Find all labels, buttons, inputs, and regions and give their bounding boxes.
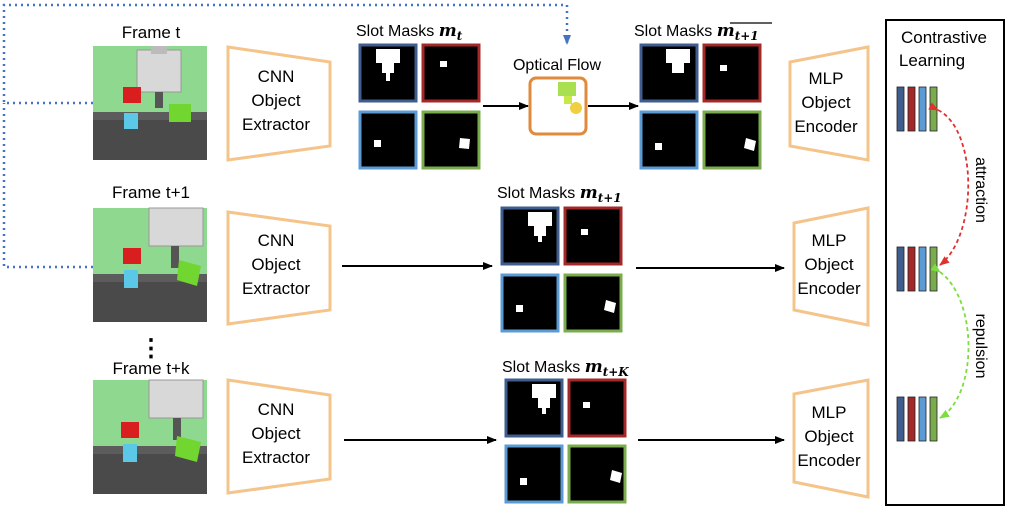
attraction-arrow	[928, 102, 970, 266]
mlp-label-line: Object	[801, 93, 850, 112]
frame-t-plus-1: Frame t+1	[93, 183, 207, 322]
slot-mask-1	[504, 378, 564, 438]
mlp-label-line: Encoder	[797, 279, 861, 298]
mlp-label-line: MLP	[809, 69, 844, 88]
slot-mask-2	[421, 43, 481, 103]
dotted-connector	[2, 3, 571, 269]
mlp-encoder-2: MLP Object Encoder	[792, 206, 870, 327]
mlp-label-line: Object	[804, 427, 853, 446]
repulsion-label: repulsion	[972, 314, 989, 379]
mlp-label-line: MLP	[812, 403, 847, 422]
contrastive-learning-panel: Contrastive Learning attraction repulsio…	[885, 19, 1005, 506]
mlp-label-line: Object	[804, 255, 853, 274]
cnn-label-line: Extractor	[242, 279, 310, 298]
frame-image	[93, 46, 207, 160]
frame-label: Frame t+1	[112, 183, 190, 202]
slot-mask-4	[567, 444, 627, 504]
optical-flow: Optical Flow	[513, 57, 601, 136]
cnn-extractor-3: CNN Object Extractor	[226, 378, 332, 495]
frame-image	[93, 379, 207, 494]
frame-t: Frame t	[93, 23, 207, 160]
panel-title-line: Contrastive	[901, 28, 987, 47]
frame-label: Frame t	[122, 23, 181, 42]
slot-mask-1	[500, 206, 560, 266]
cnn-label-line: Extractor	[242, 115, 310, 134]
cnn-extractor-2: CNN Object Extractor	[226, 210, 332, 326]
slot-masks-title: Slot Masks mt+K	[502, 357, 629, 379]
cnn-label-line: CNN	[258, 231, 295, 250]
cnn-label-line: Object	[251, 91, 300, 110]
frame-image	[93, 207, 207, 322]
cnn-label-line: Object	[251, 424, 300, 443]
mlp-label-line: MLP	[812, 231, 847, 250]
mlp-label-line: Encoder	[794, 117, 858, 136]
slot-masks-predicted: Slot Masks mt+1	[634, 21, 772, 170]
cnn-extractor-1: CNN Object Extractor	[226, 45, 332, 162]
slot-masks-t: Slot Masks mt	[356, 21, 481, 170]
slot-masks-t-plus-1: Slot Masks mt+1	[497, 183, 623, 333]
slot-mask-2	[563, 206, 623, 266]
slot-mask-2	[567, 378, 627, 438]
slot-mask-3	[500, 273, 560, 333]
panel-title-line: Learning	[899, 51, 965, 70]
slot-masks-title: Slot Masks mt+1	[497, 183, 622, 205]
cnn-label-line: Extractor	[242, 448, 310, 467]
slot-mask-1	[639, 43, 699, 103]
slot-mask-4	[421, 110, 481, 170]
mlp-encoder-1: MLP Object Encoder	[788, 45, 870, 162]
slot-masks-title: Slot Masks mt	[356, 21, 463, 43]
optical-flow-label: Optical Flow	[513, 57, 601, 74]
slot-mask-3	[358, 110, 418, 170]
slot-masks-t-plus-k: Slot Masks mt+K	[502, 357, 629, 504]
slot-mask-4	[702, 110, 762, 170]
frame-t-plus-k: Frame t+k	[93, 359, 207, 494]
mlp-encoder-3: MLP Object Encoder	[792, 378, 870, 499]
frame-label: Frame t+k	[113, 359, 190, 378]
repulsion-arrow	[930, 263, 970, 419]
slot-mask-2	[702, 43, 762, 103]
attraction-label: attraction	[972, 157, 989, 223]
cnn-label-line: Object	[251, 255, 300, 274]
slot-mask-3	[639, 110, 699, 170]
flow-arrows	[342, 102, 785, 444]
cnn-label-line: CNN	[258, 400, 295, 419]
slot-mask-3	[504, 444, 564, 504]
ellipsis: ⋮	[139, 335, 163, 362]
slot-mask-1	[358, 43, 418, 103]
slot-mask-4	[563, 273, 623, 333]
cnn-label-line: CNN	[258, 67, 295, 86]
slot-masks-title: Slot Masks mt+1	[634, 21, 759, 43]
mlp-label-line: Encoder	[797, 451, 861, 470]
